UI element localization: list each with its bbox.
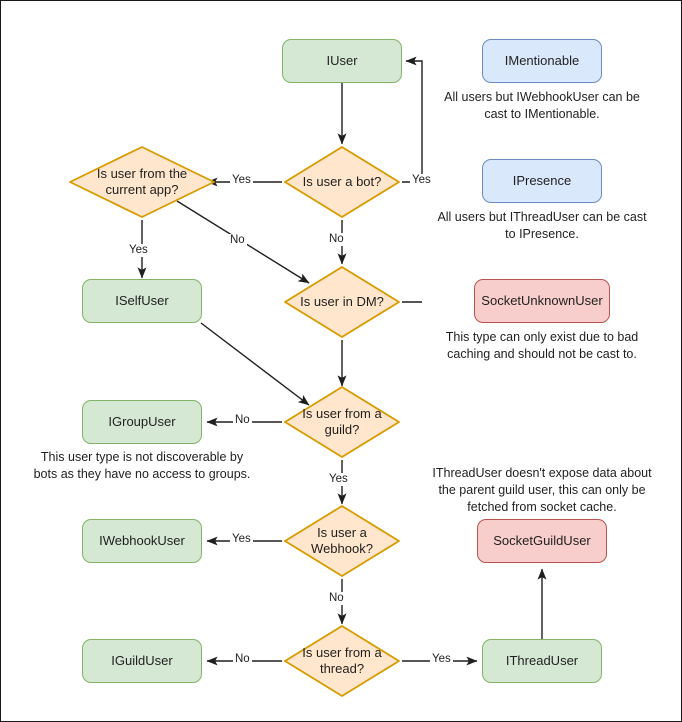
note-ithreaduser: IThreadUser doesn't expose data about th… — [431, 465, 653, 516]
edge-label-text: Yes — [232, 533, 251, 545]
is-user-from-a-guild-shape — [284, 386, 400, 458]
edge-label-thread-yes: Yes — [430, 653, 453, 666]
node-is-user-from-a-thread[interactable]: Is user from a thread? — [282, 623, 402, 699]
node-imentionable-label: IMentionable — [504, 52, 580, 68]
is-user-from-a-thread-shape — [284, 625, 400, 697]
node-is-user-from-a-guild-label: Is user from a guild? — [302, 405, 382, 437]
node-socketunknownuser-label: SocketUnknownUser — [481, 292, 603, 308]
edge-label-text: Yes — [432, 653, 451, 665]
node-socketguilduser-label: SocketGuildUser — [493, 532, 591, 548]
edge-label-webhook-yes: Yes — [230, 533, 253, 546]
note-ipresence-text: All users but IThreadUser can be cast to… — [437, 210, 647, 241]
note-igroupuser: This user type is not discoverable by bo… — [31, 449, 253, 483]
node-is-user-from-a-thread-label: Is user from a thread? — [302, 644, 382, 676]
edge-label-bot-no: No — [327, 233, 346, 246]
is-user-from-current-app-shape — [69, 146, 215, 218]
edge-label-text: No — [329, 592, 344, 604]
edge-label-text: No — [235, 653, 250, 665]
node-iwebhookuser[interactable]: IWebhookUser — [82, 519, 202, 563]
node-socketunknownuser[interactable]: SocketUnknownUser — [474, 279, 610, 323]
edge-label-thread-no: No — [233, 653, 252, 666]
note-imentionable-text: All users but IWebhookUser can be cast t… — [444, 90, 640, 121]
note-ipresence: All users but IThreadUser can be cast to… — [437, 209, 647, 243]
node-igroupuser[interactable]: IGroupUser — [82, 400, 202, 444]
note-socketunknownuser-text: This type can only exist due to bad cach… — [445, 330, 639, 361]
note-igroupuser-text: This user type is not discoverable by bo… — [33, 450, 251, 481]
edge-label-text: No — [230, 234, 245, 246]
edge-label-webhook-no: No — [327, 592, 346, 605]
edge-label-text: Yes — [412, 174, 431, 186]
note-socketunknownuser: This type can only exist due to bad cach… — [433, 329, 651, 363]
edge-label-text: Yes — [232, 174, 251, 186]
note-imentionable: All users but IWebhookUser can be cast t… — [437, 89, 647, 123]
node-iselfuser[interactable]: ISelfUser — [82, 279, 202, 323]
node-is-user-a-bot-label: Is user a bot? — [302, 173, 382, 189]
node-is-user-a-bot[interactable]: Is user a bot? — [282, 144, 402, 220]
node-iguilduser-label: IGuildUser — [111, 652, 173, 668]
node-iwebhookuser-label: IWebhookUser — [99, 532, 185, 548]
node-is-user-from-current-app[interactable]: Is user from the current app? — [67, 144, 217, 220]
node-ipresence[interactable]: IPresence — [482, 159, 602, 203]
node-is-user-from-current-app-label: Is user from the current app? — [96, 165, 188, 197]
edge-label-bot-to-current-app: Yes — [230, 174, 253, 187]
node-socketguilduser[interactable]: SocketGuildUser — [477, 519, 607, 563]
edge-label-text: Yes — [329, 473, 348, 485]
edge-label-guild-yes: Yes — [327, 473, 350, 486]
edge-label-guild-no: No — [233, 414, 252, 427]
node-iuser[interactable]: IUser — [282, 39, 402, 83]
node-is-user-a-webhook-label: Is user a Webhook? — [311, 524, 373, 556]
edge-is-bot-right-to-iuser — [402, 56, 423, 183]
node-iselfuser-label: ISelfUser — [115, 292, 169, 308]
is-user-a-webhook-shape — [284, 505, 400, 577]
is-user-a-bot-shape — [284, 146, 400, 218]
edge-label-text: No — [235, 414, 250, 426]
node-iuser-label: IUser — [326, 52, 358, 68]
edge-label-text: Yes — [129, 244, 148, 256]
node-is-user-a-webhook[interactable]: Is user a Webhook? — [282, 503, 402, 579]
node-igroupuser-label: IGroupUser — [108, 413, 176, 429]
node-is-user-in-dm[interactable]: Is user in DM? — [282, 264, 402, 340]
node-ithreaduser-label: IThreadUser — [505, 652, 579, 668]
node-ipresence-label: IPresence — [512, 172, 572, 188]
node-iguilduser[interactable]: IGuildUser — [82, 639, 202, 683]
node-imentionable[interactable]: IMentionable — [482, 39, 602, 83]
edge-label-text: No — [329, 233, 344, 245]
edge-label-current-app-yes: Yes — [127, 244, 150, 257]
node-ithreaduser[interactable]: IThreadUser — [482, 639, 602, 683]
edge-label-bot-yes-right: Yes — [410, 174, 433, 187]
is-user-in-dm-shape — [284, 266, 400, 338]
node-is-user-in-dm-label: Is user in DM? — [300, 293, 384, 309]
edge-label-current-app-no: No — [228, 234, 247, 247]
note-ithreaduser-text: IThreadUser doesn't expose data about th… — [432, 466, 652, 514]
node-is-user-from-a-guild[interactable]: Is user from a guild? — [282, 384, 402, 460]
